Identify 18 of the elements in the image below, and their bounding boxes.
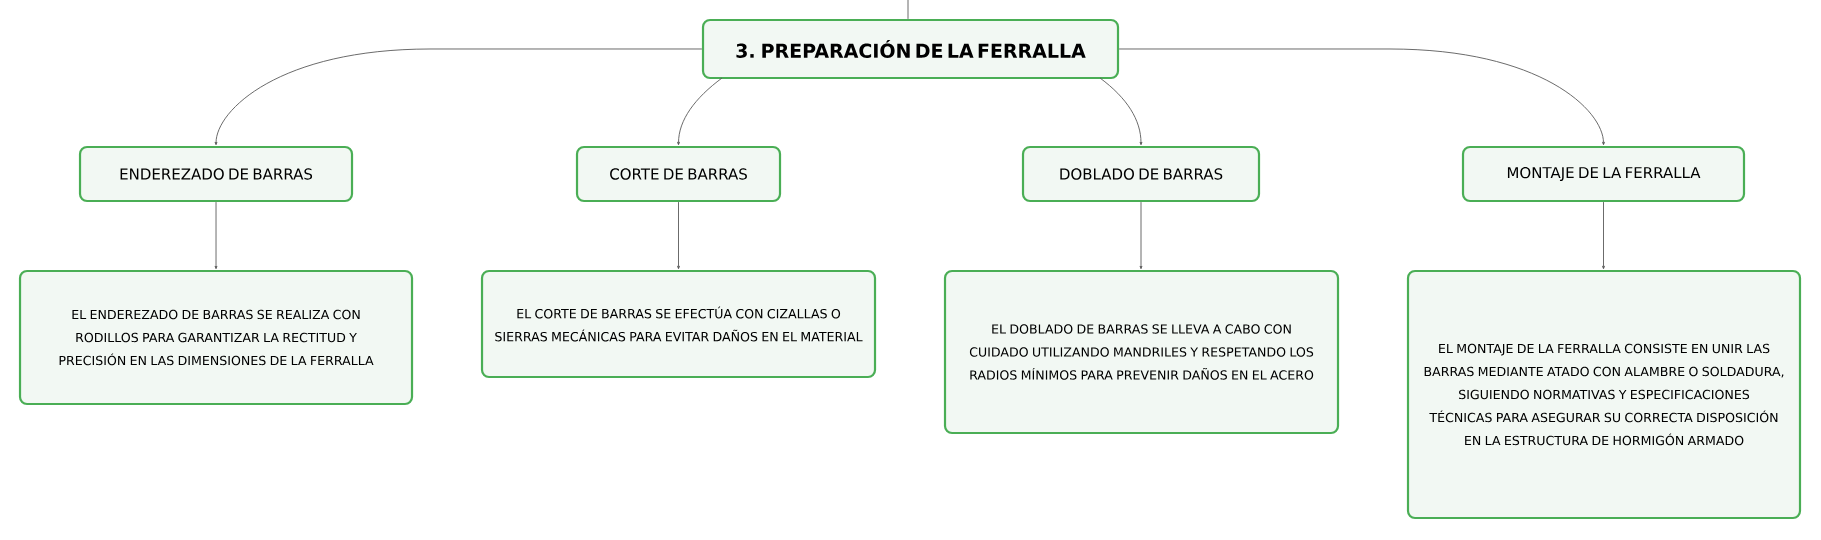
connector-line — [1602, 201, 1605, 270]
subtopic-box: ENDEREZADO DE BARRAS — [78, 145, 354, 203]
text-box: EL MONTAJE DE LA FERRALLA CONSISTE EN UNIR LAS BARRAS MEDIANTE ATADO CON ALAMBRE O SOLDADURA, SIGUIENDO NORMATIVAS Y ESPECIFICACIONES TÉCNICAS PARA ASEGURAR SU CORRECTA DISPOSICIÓN EN LA ESTRUCTURA DE HORMIGÓN ARMADO — [1406, 269, 1802, 520]
connector-line — [677, 201, 680, 270]
subtopic-box: MONTAJE DE LA FERRALLA — [1461, 145, 1746, 203]
connector-line — [1118, 48, 1605, 146]
text-box: EL ENDEREZADO DE BARRAS SE REALIZA CON RODILLOS PARA GARANTIZAR LA RECTITUD Y PRECISIÓN EN LAS DIMENSIONES DE LA FERRALLA — [18, 269, 414, 406]
connector-line — [1139, 201, 1143, 270]
connector-line — [214, 201, 218, 270]
subtopic-box: DOBLADO DE BARRAS — [1021, 145, 1261, 203]
subtopic-box: CORTE DE BARRAS — [575, 145, 782, 203]
connector-line — [1099, 77, 1143, 146]
text-box: EL DOBLADO DE BARRAS SE LLEVA A CABO CON CUIDADO UTILIZANDO MANDRILES Y RESPETANDO LOS RADIOS MÍNIMOS PARA PREVENIR DAÑOS EN EL ACERO — [943, 269, 1340, 435]
connector-line — [677, 77, 723, 146]
connector-line — [214, 48, 703, 146]
text-box: EL CORTE DE BARRAS SE EFECTÚA CON CIZALLAS O SIERRAS MECÁNICAS PARA EVITAR DAÑOS EN EL MATERIAL — [480, 269, 877, 379]
connector-line — [907, 0, 909, 20]
topic-box: 3. PREPARACIÓN DE LA FERRALLA — [701, 18, 1120, 80]
